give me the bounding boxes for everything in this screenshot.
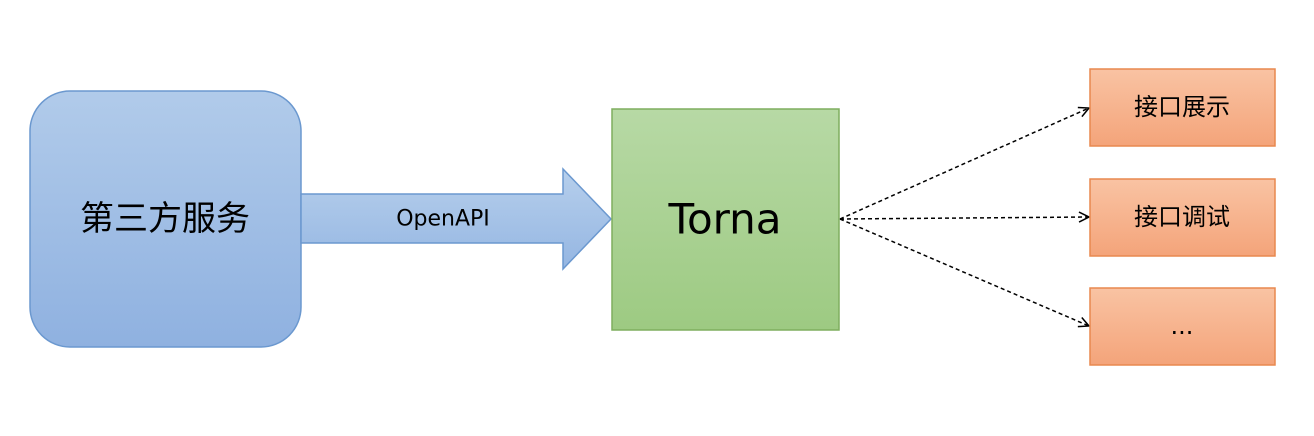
connector-to-output-1 xyxy=(839,108,1089,220)
connector-to-output-2 xyxy=(839,217,1089,219)
connectors xyxy=(839,108,1089,326)
output-node-1 xyxy=(1089,68,1276,147)
connector-to-output-3 xyxy=(839,218,1089,326)
output-node-1-box xyxy=(1089,68,1276,147)
torna-node xyxy=(611,108,840,331)
openapi-arrow-label: OpenAPI xyxy=(396,207,490,232)
openapi-arrow-shape xyxy=(300,167,613,271)
output-node-2 xyxy=(1089,178,1276,257)
torna-node-label: Torna xyxy=(667,195,781,244)
output-node-1-label: 接口展示 xyxy=(1134,93,1230,121)
output-node-2-box xyxy=(1089,178,1276,257)
output-node-3-box xyxy=(1089,287,1276,366)
openapi-arrow xyxy=(300,167,613,271)
torna-node-box xyxy=(611,108,840,331)
source-node-label: 第三方服务 xyxy=(80,199,250,239)
output-node-2-label: 接口调试 xyxy=(1134,203,1230,231)
output-node-3-label: ... xyxy=(1171,312,1194,340)
output-node-3 xyxy=(1089,287,1276,366)
